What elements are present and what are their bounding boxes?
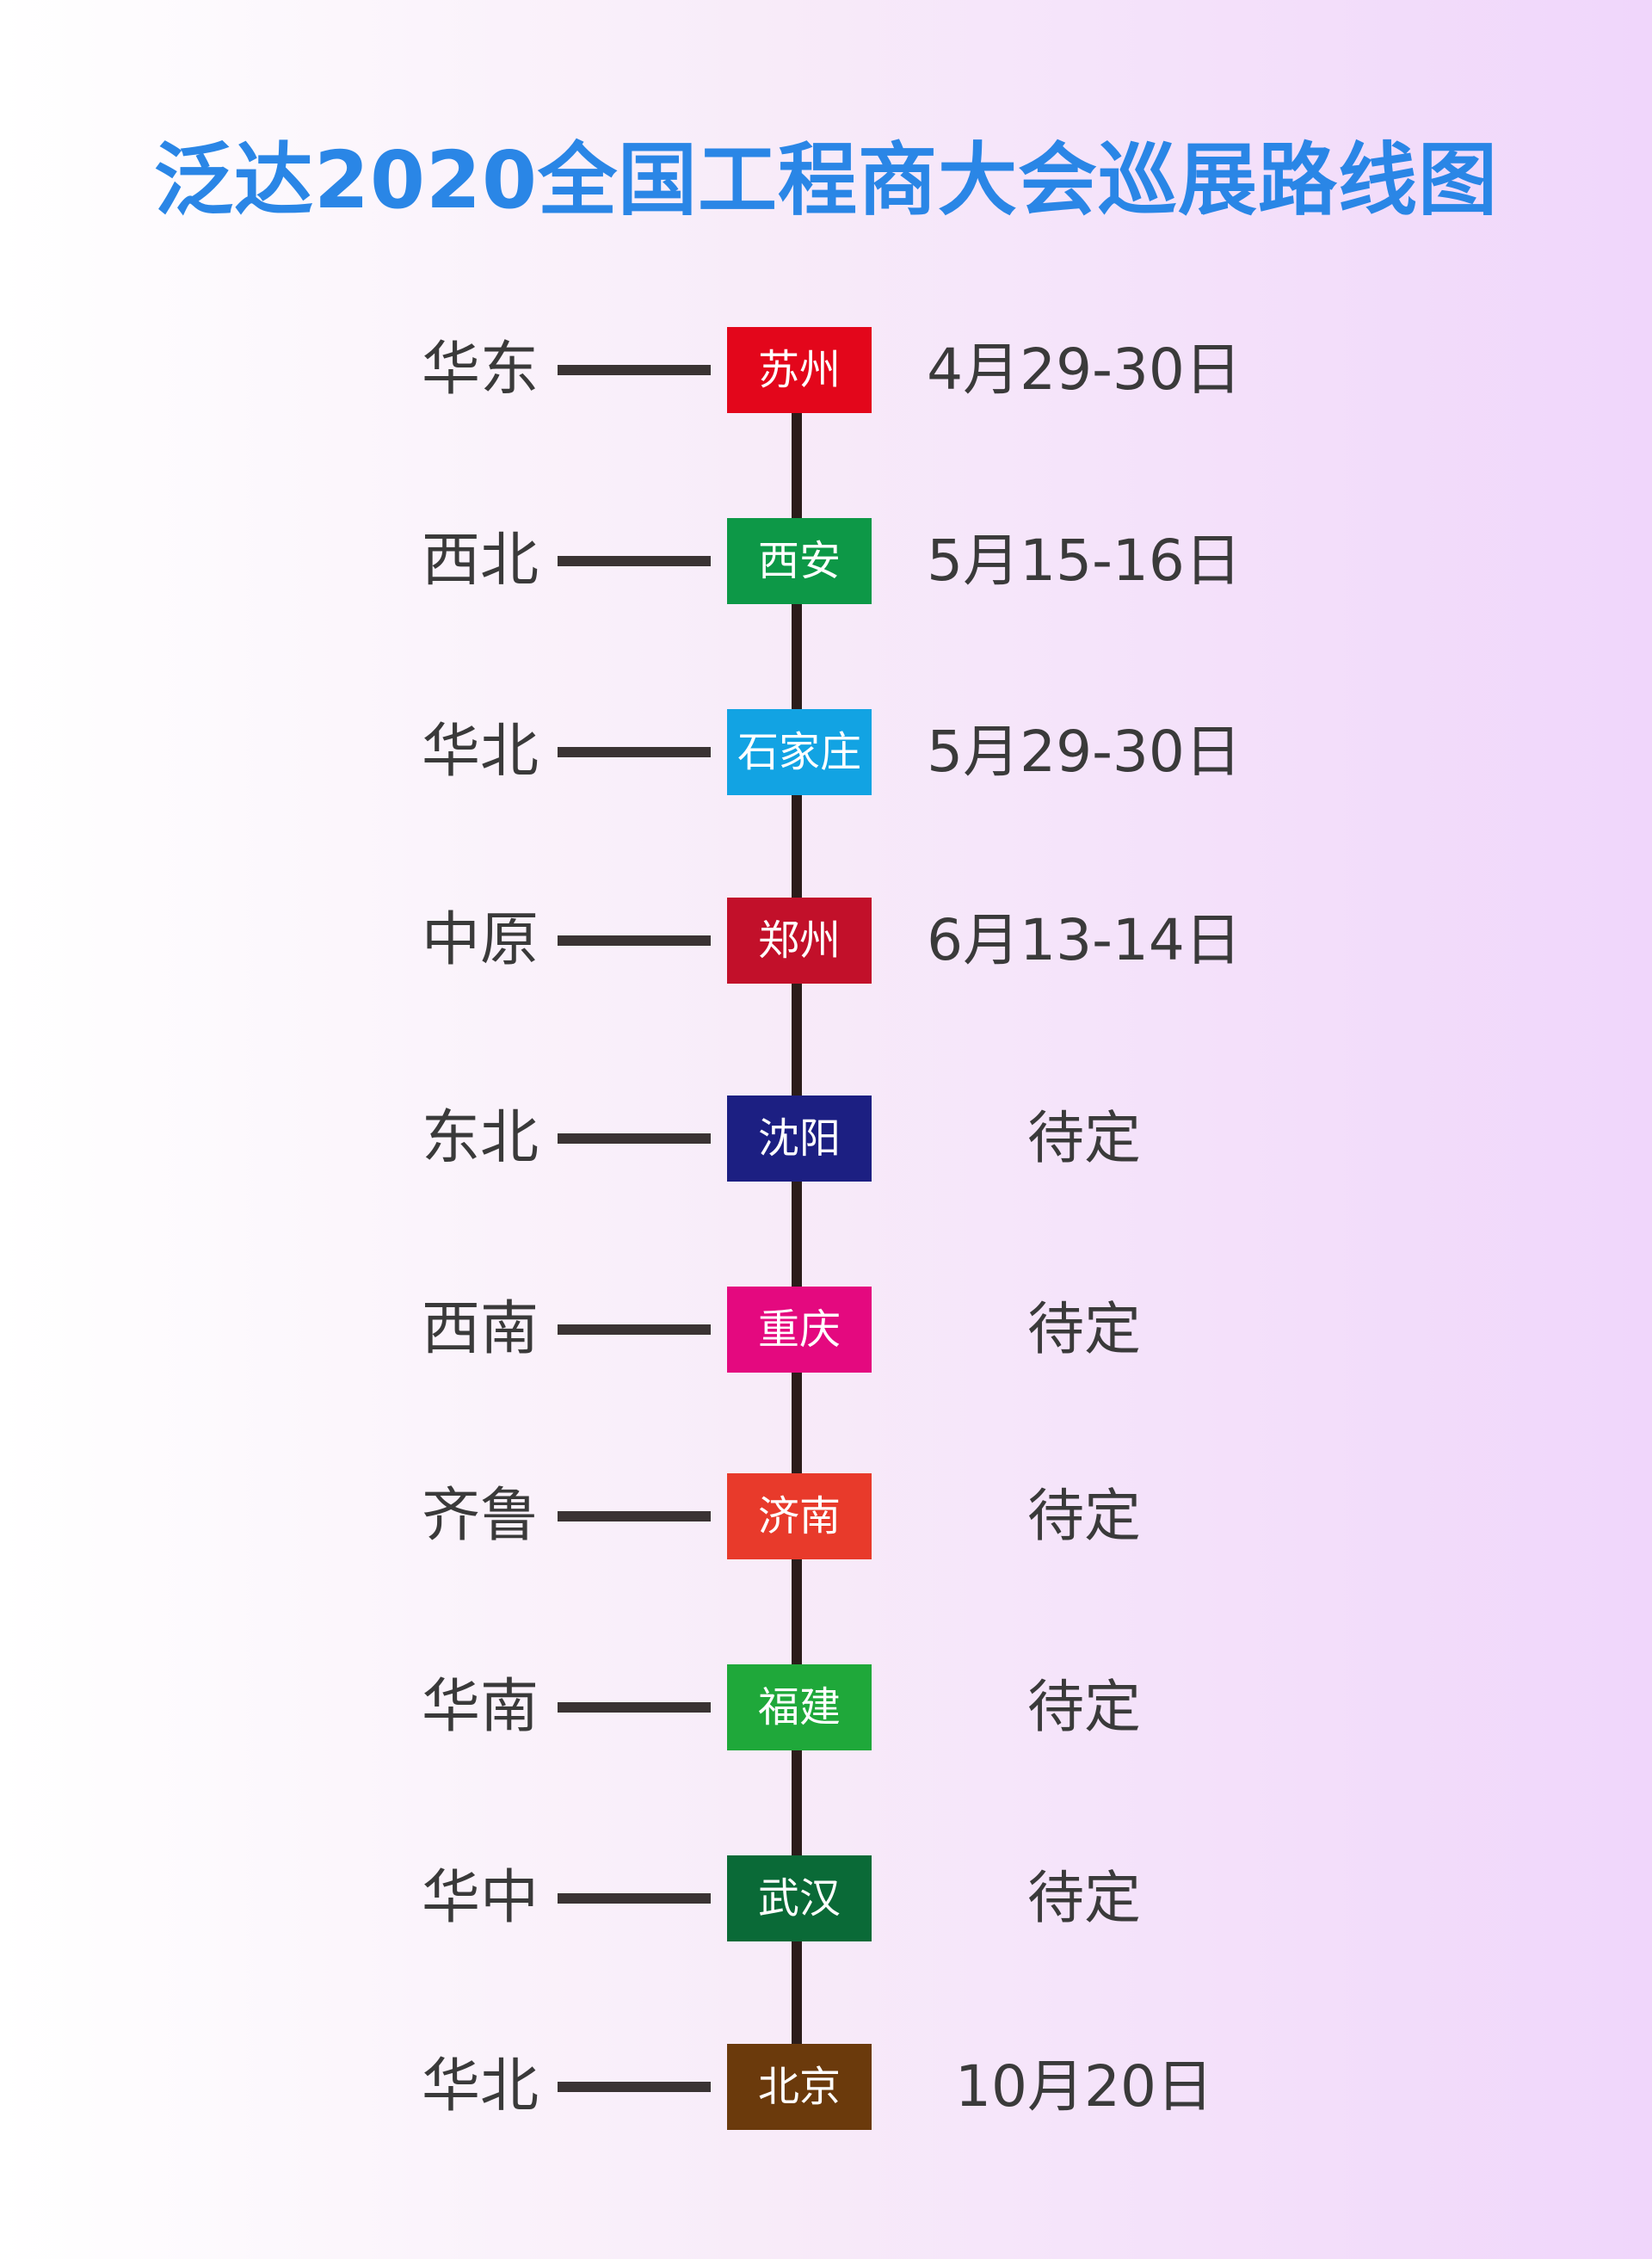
date-label: 4月29-30日 — [927, 336, 1242, 403]
route-stop: 西南 重庆 待定 — [0, 1287, 1652, 1381]
region-label: 东北 — [422, 1104, 539, 1172]
route-stop: 华东 苏州 4月29-30日 — [0, 327, 1652, 422]
date-label: 5月29-30日 — [927, 719, 1242, 785]
route-stop: 华北 北京 10月20日 — [0, 2044, 1652, 2139]
route-stop: 华北 石家庄 5月29-30日 — [0, 709, 1652, 804]
city-badge: 北京 — [727, 2044, 872, 2130]
date-label: 10月20日 — [955, 2053, 1213, 2120]
route-stop: 华南 福建 待定 — [0, 1664, 1652, 1759]
route-stop: 齐鲁 济南 待定 — [0, 1473, 1652, 1568]
region-label: 中原 — [422, 906, 539, 974]
connector-line — [558, 556, 711, 566]
route-stop: 华中 武汉 待定 — [0, 1855, 1652, 1950]
route-line — [792, 366, 802, 2087]
date-label: 待定 — [1027, 1865, 1141, 1931]
region-label: 西北 — [422, 527, 539, 595]
city-badge: 郑州 — [727, 898, 872, 984]
city-badge: 西安 — [727, 518, 872, 604]
connector-line — [558, 1324, 711, 1335]
region-label: 华北 — [422, 718, 539, 786]
city-badge: 沈阳 — [727, 1096, 872, 1182]
connector-line — [558, 935, 711, 946]
connector-line — [558, 747, 711, 757]
connector-line — [558, 1511, 711, 1521]
route-stop: 东北 沈阳 待定 — [0, 1096, 1652, 1190]
connector-line — [558, 2082, 711, 2092]
city-badge: 武汉 — [727, 1855, 872, 1941]
connector-line — [558, 1702, 711, 1713]
region-label: 华东 — [422, 336, 539, 404]
date-label: 5月15-16日 — [927, 528, 1242, 594]
date-label: 6月13-14日 — [927, 907, 1242, 973]
region-label: 西南 — [422, 1295, 539, 1363]
region-label: 齐鲁 — [422, 1482, 539, 1550]
page-title: 泛达2020全国工程商大会巡展路线图 — [153, 134, 1499, 226]
date-label: 待定 — [1027, 1296, 1141, 1362]
connector-line — [558, 365, 711, 375]
city-badge: 重庆 — [727, 1287, 872, 1373]
city-badge: 苏州 — [727, 327, 872, 413]
connector-line — [558, 1133, 711, 1144]
date-label: 待定 — [1027, 1483, 1141, 1549]
region-label: 华中 — [422, 1864, 539, 1932]
route-stop: 中原 郑州 6月13-14日 — [0, 898, 1652, 992]
city-badge: 福建 — [727, 1664, 872, 1750]
date-label: 待定 — [1027, 1674, 1141, 1740]
date-label: 待定 — [1027, 1105, 1141, 1171]
region-label: 华南 — [422, 1673, 539, 1741]
city-badge: 济南 — [727, 1473, 872, 1559]
route-stop: 西北 西安 5月15-16日 — [0, 518, 1652, 613]
region-label: 华北 — [422, 2052, 539, 2120]
connector-line — [558, 1893, 711, 1904]
city-badge: 石家庄 — [727, 709, 872, 795]
